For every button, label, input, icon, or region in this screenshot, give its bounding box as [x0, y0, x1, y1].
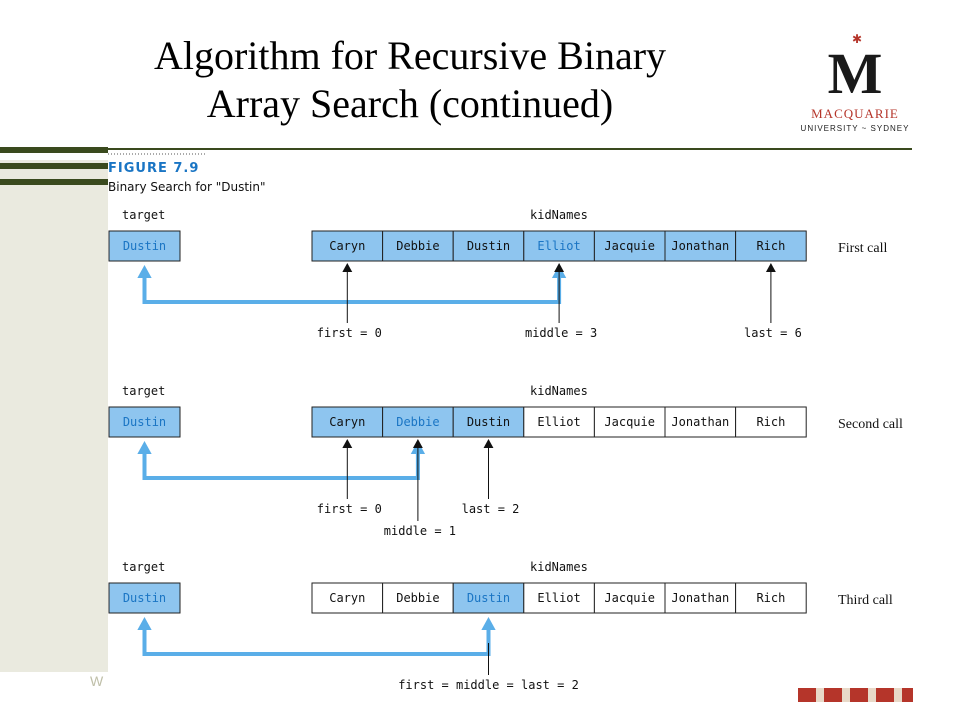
stripe-2	[0, 163, 108, 169]
array-cell	[311, 230, 384, 262]
array-cell	[664, 230, 737, 262]
array-label: kidNames	[530, 208, 588, 222]
array-cell-text: Dustin	[467, 591, 510, 605]
array-cell	[452, 582, 525, 614]
figure-label: FIGURE 7.9	[108, 161, 199, 176]
target-label: target	[122, 384, 165, 398]
array-cell-text: Elliot	[537, 239, 580, 253]
array-cell-text: Debbie	[396, 415, 439, 429]
logo-subtitle: UNIVERSITY ~ SYDNEY	[800, 124, 910, 133]
array-cell	[664, 582, 737, 614]
pointer-label: first = middle = last = 2	[398, 678, 579, 692]
array-cell-text: Rich	[756, 415, 785, 429]
pointer-arrow	[342, 263, 353, 272]
crown-icon: ✱	[852, 32, 863, 46]
pointer-arrow	[554, 263, 565, 272]
slide-title: Algorithm for Recursive Binary Array Sea…	[60, 32, 760, 128]
array-cell	[523, 230, 595, 262]
array-cell	[593, 406, 666, 438]
target-value: Dustin	[123, 415, 166, 429]
pointer-arrow	[765, 263, 776, 272]
connector-arrow-target	[137, 617, 152, 630]
pointer-label: middle = 1	[384, 524, 456, 538]
array-cell-text: Elliot	[537, 415, 580, 429]
array-cell-text: Dustin	[467, 415, 510, 429]
stripe-1	[0, 147, 108, 153]
array-cell	[735, 582, 807, 614]
array-cell-text: Caryn	[329, 415, 365, 429]
pointer-arrow	[412, 439, 423, 448]
target-box	[108, 230, 181, 262]
array-cell-text: Jonathan	[671, 591, 729, 605]
connector-arrow-target	[137, 441, 152, 454]
array-label: kidNames	[530, 560, 588, 574]
array-cell-text: Jacquie	[604, 415, 655, 429]
array-cell-text: Rich	[756, 591, 785, 605]
footer-letter: W	[90, 673, 104, 689]
pointer-label: first = 0	[317, 502, 382, 516]
array-cell	[311, 582, 384, 614]
stripe-3	[0, 179, 108, 185]
pointer-label: middle = 3	[525, 326, 597, 340]
target-label: target	[122, 560, 165, 574]
array-cell	[735, 230, 807, 262]
pointer-label: last = 6	[744, 326, 802, 340]
university-logo: ✱ M MACQUARIE UNIVERSITY ~ SYDNEY	[790, 30, 920, 145]
array-label: kidNames	[530, 384, 588, 398]
pointer-label: last = 2	[462, 502, 520, 516]
call-label: First call	[838, 241, 887, 256]
array-cell	[593, 582, 666, 614]
array-cell-text: Jonathan	[671, 415, 729, 429]
array-cell-text: Caryn	[329, 591, 365, 605]
call-label: Second call	[838, 417, 903, 432]
array-cell-text: Elliot	[537, 591, 580, 605]
comparison-connector	[142, 451, 420, 480]
array-cell	[735, 406, 807, 438]
array-cell-text: Debbie	[396, 239, 439, 253]
logo-name: MACQUARIE	[811, 106, 899, 121]
title-line-1: Algorithm for Recursive Binary	[153, 33, 667, 78]
header-rule	[108, 148, 912, 150]
title-line-2: Array Search (continued)	[206, 81, 614, 126]
pointer-label: first = 0	[317, 326, 382, 340]
array-cell	[311, 406, 384, 438]
pointer-arrow	[483, 439, 494, 448]
array-cell-text: Dustin	[467, 239, 510, 253]
pointer-arrow	[342, 439, 353, 448]
footer-decoration	[798, 688, 913, 702]
side-panel	[0, 160, 108, 672]
comparison-connector	[142, 627, 491, 656]
array-cell-text: Caryn	[329, 239, 365, 253]
target-box	[108, 406, 181, 438]
array-cell	[523, 582, 595, 614]
target-box	[108, 582, 181, 614]
comparison-connector	[142, 275, 562, 304]
logo-mark: M	[827, 41, 883, 106]
target-label: target	[122, 208, 165, 222]
connector-arrow-middle	[481, 617, 496, 630]
array-cell-text: Jonathan	[671, 239, 729, 253]
figure-caption: Binary Search for "Dustin"	[108, 180, 266, 194]
array-cell-text: Jacquie	[604, 239, 655, 253]
target-value: Dustin	[123, 591, 166, 605]
array-cell	[593, 230, 666, 262]
array-cell	[382, 406, 454, 438]
array-cell	[382, 230, 454, 262]
array-cell-text: Debbie	[396, 591, 439, 605]
target-value: Dustin	[123, 239, 166, 253]
array-cell-text: Jacquie	[604, 591, 655, 605]
array-cell	[523, 406, 595, 438]
connector-arrow-target	[137, 265, 152, 278]
call-label: Third call	[838, 593, 893, 608]
array-cell	[382, 582, 454, 614]
array-cell-text: Rich	[756, 239, 785, 253]
